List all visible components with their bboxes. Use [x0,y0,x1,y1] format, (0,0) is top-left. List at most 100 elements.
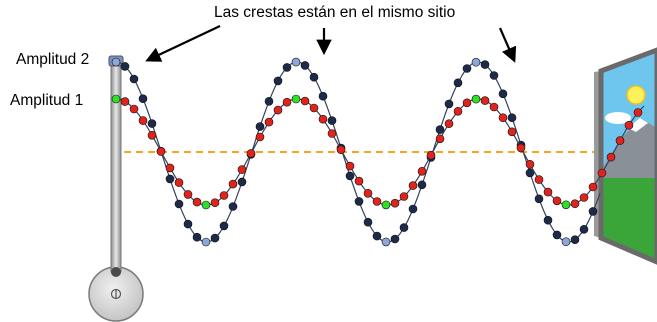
wave-small-bead [480,96,490,105]
wave-large-bead [318,91,328,101]
wave-small-marker-bead [111,94,121,104]
oscillator-rod [110,61,122,273]
wave-large-bead [174,199,184,209]
wave-small-bead [579,193,589,202]
wave-large-bead [282,63,292,72]
wave-large-bead [372,231,382,241]
wave-large-marker-bead [471,57,481,67]
wave-small-bead [354,176,364,186]
wave-small-marker-bead [381,200,391,210]
wave-large-bead [129,74,139,84]
wave-small-bead [309,103,319,113]
wave-large-bead [228,202,238,211]
wave-small-bead [588,182,598,192]
wave-large-bead [363,217,373,227]
wave-large-amplitude [111,57,601,247]
wave-small-bead [534,175,544,184]
crest-arrow-left [145,25,221,62]
wave-small-bead [525,160,535,169]
wave-small-marker-bead [471,94,481,104]
wave-small-bead [246,149,256,158]
cloud-icon [605,112,631,124]
landscape-picture-icon [594,47,657,265]
wave-large-marker-bead [201,237,211,247]
wave-large-bead [552,230,562,240]
wave-small-bead [444,119,454,128]
wave-small-bead [228,179,238,189]
wave-large-bead [345,171,355,181]
wave-small-bead [507,127,517,137]
wave-small-bead [597,168,607,178]
wave-small-bead [345,161,355,171]
wave-small-bead [219,191,229,200]
wave-small-bead [363,189,373,198]
wave-large-marker-bead [111,57,121,67]
wave-large-bead [480,60,490,69]
wave-small-bead [606,152,616,162]
wave-small-bead [399,192,409,201]
wave-small-bead [156,147,166,156]
wave-large-bead [408,204,418,214]
crest-arrows [145,25,517,63]
wave-small-bead [489,102,499,112]
wave-small-bead [174,178,184,187]
wave-small-bead [183,190,193,199]
wave-large-bead [264,97,274,106]
wave-small-bead [192,197,202,207]
wave-small-bead [624,120,634,130]
wave-small-bead [120,97,130,106]
wave-small-bead [462,98,472,108]
wave-large-bead [309,72,319,82]
wave-small-marker-bead [291,94,301,104]
wave-small-bead [408,181,418,190]
crest-arrow-right [498,27,517,63]
wave-large-bead [399,223,409,232]
wave-small-bead [138,116,148,125]
wave-small-bead [318,114,328,124]
wave-large-bead [390,234,400,244]
wave-small-bead [165,163,175,173]
wave-large-marker-bead [291,57,301,67]
wave-large-bead [219,221,229,231]
wave-large-bead [489,71,499,80]
wave-small-marker-bead [561,200,571,210]
wave-small-bead [552,196,562,206]
wave-small-bead [570,199,580,208]
wave-small-bead [498,113,508,122]
wave-large-bead [435,125,445,134]
wave-small-bead [615,136,625,145]
wave-small-bead [264,117,274,127]
crest-annotation: Las crestas están en el mismo sitio [214,4,456,21]
wave-large-marker-bead [381,237,391,247]
wave-small-bead [147,131,157,140]
wave-small-bead [372,197,382,206]
wave-small-bead [129,104,139,114]
wave-large-bead [444,99,454,109]
wave-small-bead [273,105,283,115]
wave-large-bead [579,225,589,234]
wave-small-bead [255,132,265,142]
wave-large-bead [327,116,337,125]
wave-small-amplitude [111,94,645,210]
wave-large-bead [462,64,472,73]
wave-large-bead [570,235,580,244]
wave-large-bead [210,233,220,243]
wave-large-bead [534,194,544,204]
wave-large-bead [273,76,283,86]
wave-small-bead [210,198,220,207]
wave-large-bead [255,122,265,131]
wave-large-bead [498,89,508,99]
wave-large-bead [165,174,175,184]
wave-large-bead [588,207,598,216]
wave-large-bead [300,61,310,70]
wave-large-bead [543,215,553,225]
wave-small-bead [516,143,526,153]
wave-small-bead [300,96,310,106]
wave-large-bead [192,232,202,242]
wave-large-bead [147,119,157,128]
wave-small-bead [390,198,400,208]
wave-small-bead [237,165,247,174]
wave-large-bead [507,113,517,122]
wave-small-bead [543,187,553,197]
